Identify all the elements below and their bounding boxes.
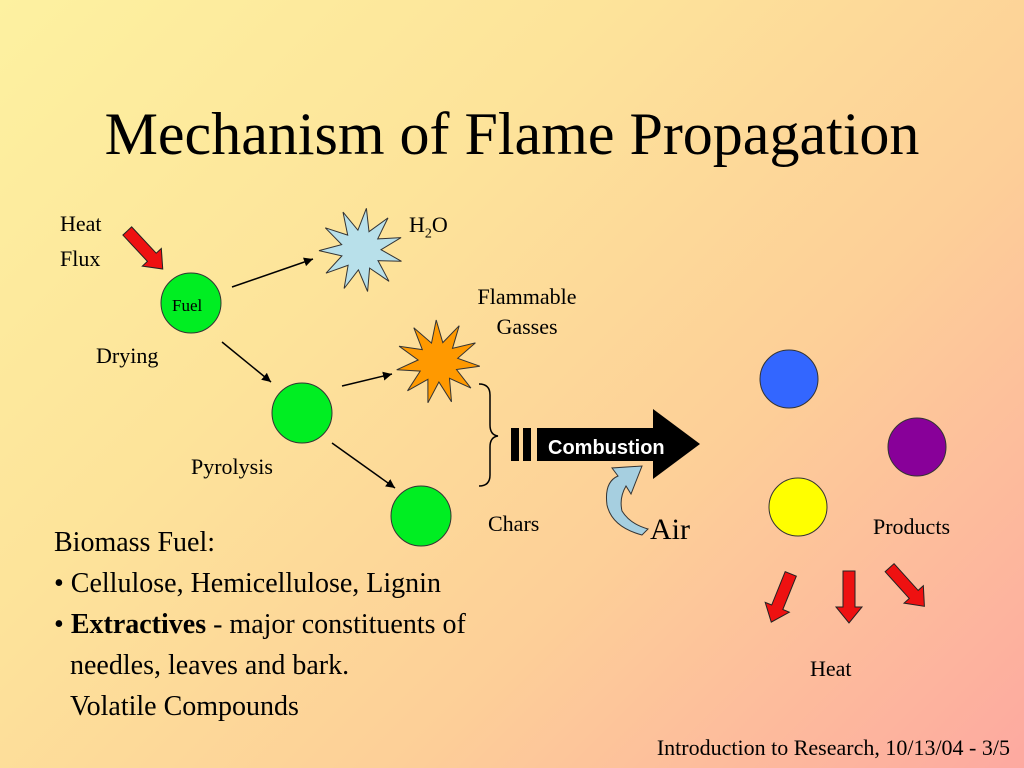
- product-blue-circle: [759, 349, 819, 409]
- slide-title: Mechanism of Flame Propagation: [104, 101, 920, 167]
- products-label: Products: [873, 514, 950, 539]
- bullet-extractives: • Extractives - major constituents of: [54, 609, 466, 640]
- arrow-pyrolysis-to-gas: [341, 371, 393, 387]
- air-label: Air: [650, 513, 690, 546]
- product-yellow-circle: [768, 477, 828, 537]
- h2o-label: H2O: [409, 212, 448, 242]
- heat-flux-label-line1: Heat: [60, 211, 102, 236]
- drying-label: Drying: [96, 343, 159, 368]
- pyrolysis-label: Pyrolysis: [191, 454, 273, 479]
- h2o-star: [318, 208, 402, 292]
- fuel-label: Fuel: [172, 296, 203, 315]
- flammable-gasses-label-line2: Gasses: [496, 314, 558, 339]
- fuel-circle: [160, 272, 222, 334]
- bullet-extractives-continuation: needles, leaves and bark.: [70, 650, 350, 681]
- arrow-fuel-to-h2o: [231, 257, 314, 288]
- heat-output-label: Heat: [810, 656, 852, 681]
- combustion-label: Combustion: [548, 437, 665, 459]
- heat-arrow-middle: [834, 570, 864, 624]
- grouping-brace: [478, 383, 499, 487]
- biomass-heading: Biomass Fuel:: [54, 527, 216, 558]
- slide-footer: Introduction to Research, 10/13/04 - 3/5: [656, 735, 1010, 760]
- char-circle: [390, 485, 452, 547]
- heat-arrow-left: [764, 570, 797, 623]
- pyrolysis-circle: [271, 382, 333, 444]
- combustion-arrow: [511, 409, 700, 479]
- chars-label: Chars: [488, 511, 540, 536]
- arrow-fuel-to-pyrolysis: [221, 341, 272, 383]
- heat-arrow-right: [884, 562, 925, 607]
- arrow-pyrolysis-to-char: [331, 442, 396, 489]
- heat-flux-label-line2: Flux: [60, 246, 101, 271]
- heat-flux-arrow: [122, 226, 164, 270]
- biomass-fuel-text: Biomass Fuel: • Cellulose, Hemicellulose…: [54, 522, 466, 727]
- flammable-gas-star: [396, 319, 480, 404]
- air-arrow: [606, 465, 649, 536]
- bullet-cellulose: • Cellulose, Hemicellulose, Lignin: [54, 568, 441, 599]
- flammable-gasses-label-line1: Flammable: [477, 284, 577, 309]
- product-purple-circle: [887, 417, 947, 477]
- volatile-compounds-line: Volatile Compounds: [70, 691, 299, 722]
